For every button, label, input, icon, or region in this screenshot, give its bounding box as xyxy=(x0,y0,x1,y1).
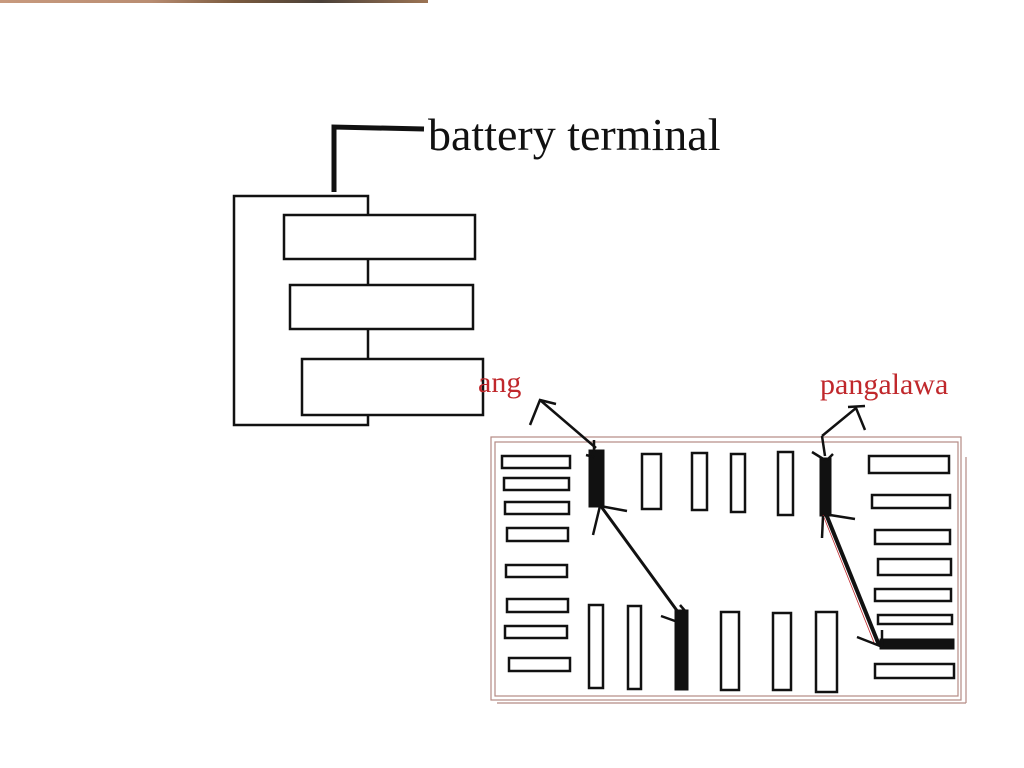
jumper-wires xyxy=(598,504,881,646)
battery-plate-3 xyxy=(300,357,485,417)
holder-frame xyxy=(232,194,370,427)
bottom-pad-row xyxy=(587,603,839,694)
highlighted-pads xyxy=(588,449,955,691)
annotation-strokes xyxy=(528,398,884,648)
circuit-board xyxy=(490,436,967,704)
jumper-pad-left-top xyxy=(588,449,605,508)
jumper-wire-right xyxy=(824,513,881,646)
battery-plate-1 xyxy=(282,213,477,261)
battery-holder xyxy=(232,194,485,427)
left-marker-label: ang xyxy=(478,366,522,399)
left-pad-column xyxy=(500,454,572,673)
jumper-pad-right-top xyxy=(819,457,832,517)
top-pad-row xyxy=(640,450,795,517)
battery-terminal-label: battery terminal xyxy=(428,109,721,160)
battery-plate-2 xyxy=(288,283,475,331)
right-pad-column xyxy=(867,454,956,680)
right-marker-label: pangalawa xyxy=(820,368,949,401)
battery-terminal-lead xyxy=(331,124,425,192)
jumper-pad-left-bottom xyxy=(674,609,689,691)
jumper-pad-right-bottom xyxy=(879,638,955,650)
top-image-strip xyxy=(0,0,428,3)
jumper-wire-left xyxy=(598,504,680,613)
